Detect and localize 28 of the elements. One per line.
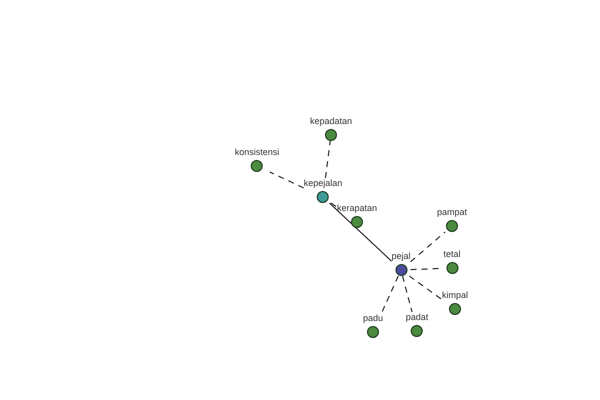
node-label: kimpal (442, 290, 468, 301)
graph-node (304, 178, 342, 203)
graph-node (392, 251, 410, 276)
node-label: padu (362, 313, 384, 324)
node-label: tetal (444, 249, 460, 260)
node-label: padat (406, 312, 428, 323)
node-label: kepadatan (310, 116, 352, 127)
dashed-line (402, 276, 413, 312)
dashed-line (381, 276, 399, 314)
graph-node (442, 290, 468, 315)
node-label: pejal (392, 251, 410, 262)
graph-node (444, 249, 460, 274)
dashed-line (408, 276, 442, 300)
dashed-line (410, 232, 446, 262)
graph-node (362, 313, 384, 338)
dashed-line (269, 172, 304, 188)
dashed-line (324, 140, 331, 178)
connector-line (328, 202, 392, 262)
graph-node (436, 207, 468, 232)
dashed-line (330, 202, 338, 208)
node-label: konsistensi (234, 147, 280, 158)
graph-node (310, 116, 352, 141)
graph-node (234, 147, 280, 172)
node-label: pampat (436, 207, 468, 218)
graph-node (406, 312, 428, 337)
graph-node (336, 203, 378, 228)
node-label: kepejalan (304, 178, 342, 189)
node-label: kerapatan (336, 203, 378, 214)
